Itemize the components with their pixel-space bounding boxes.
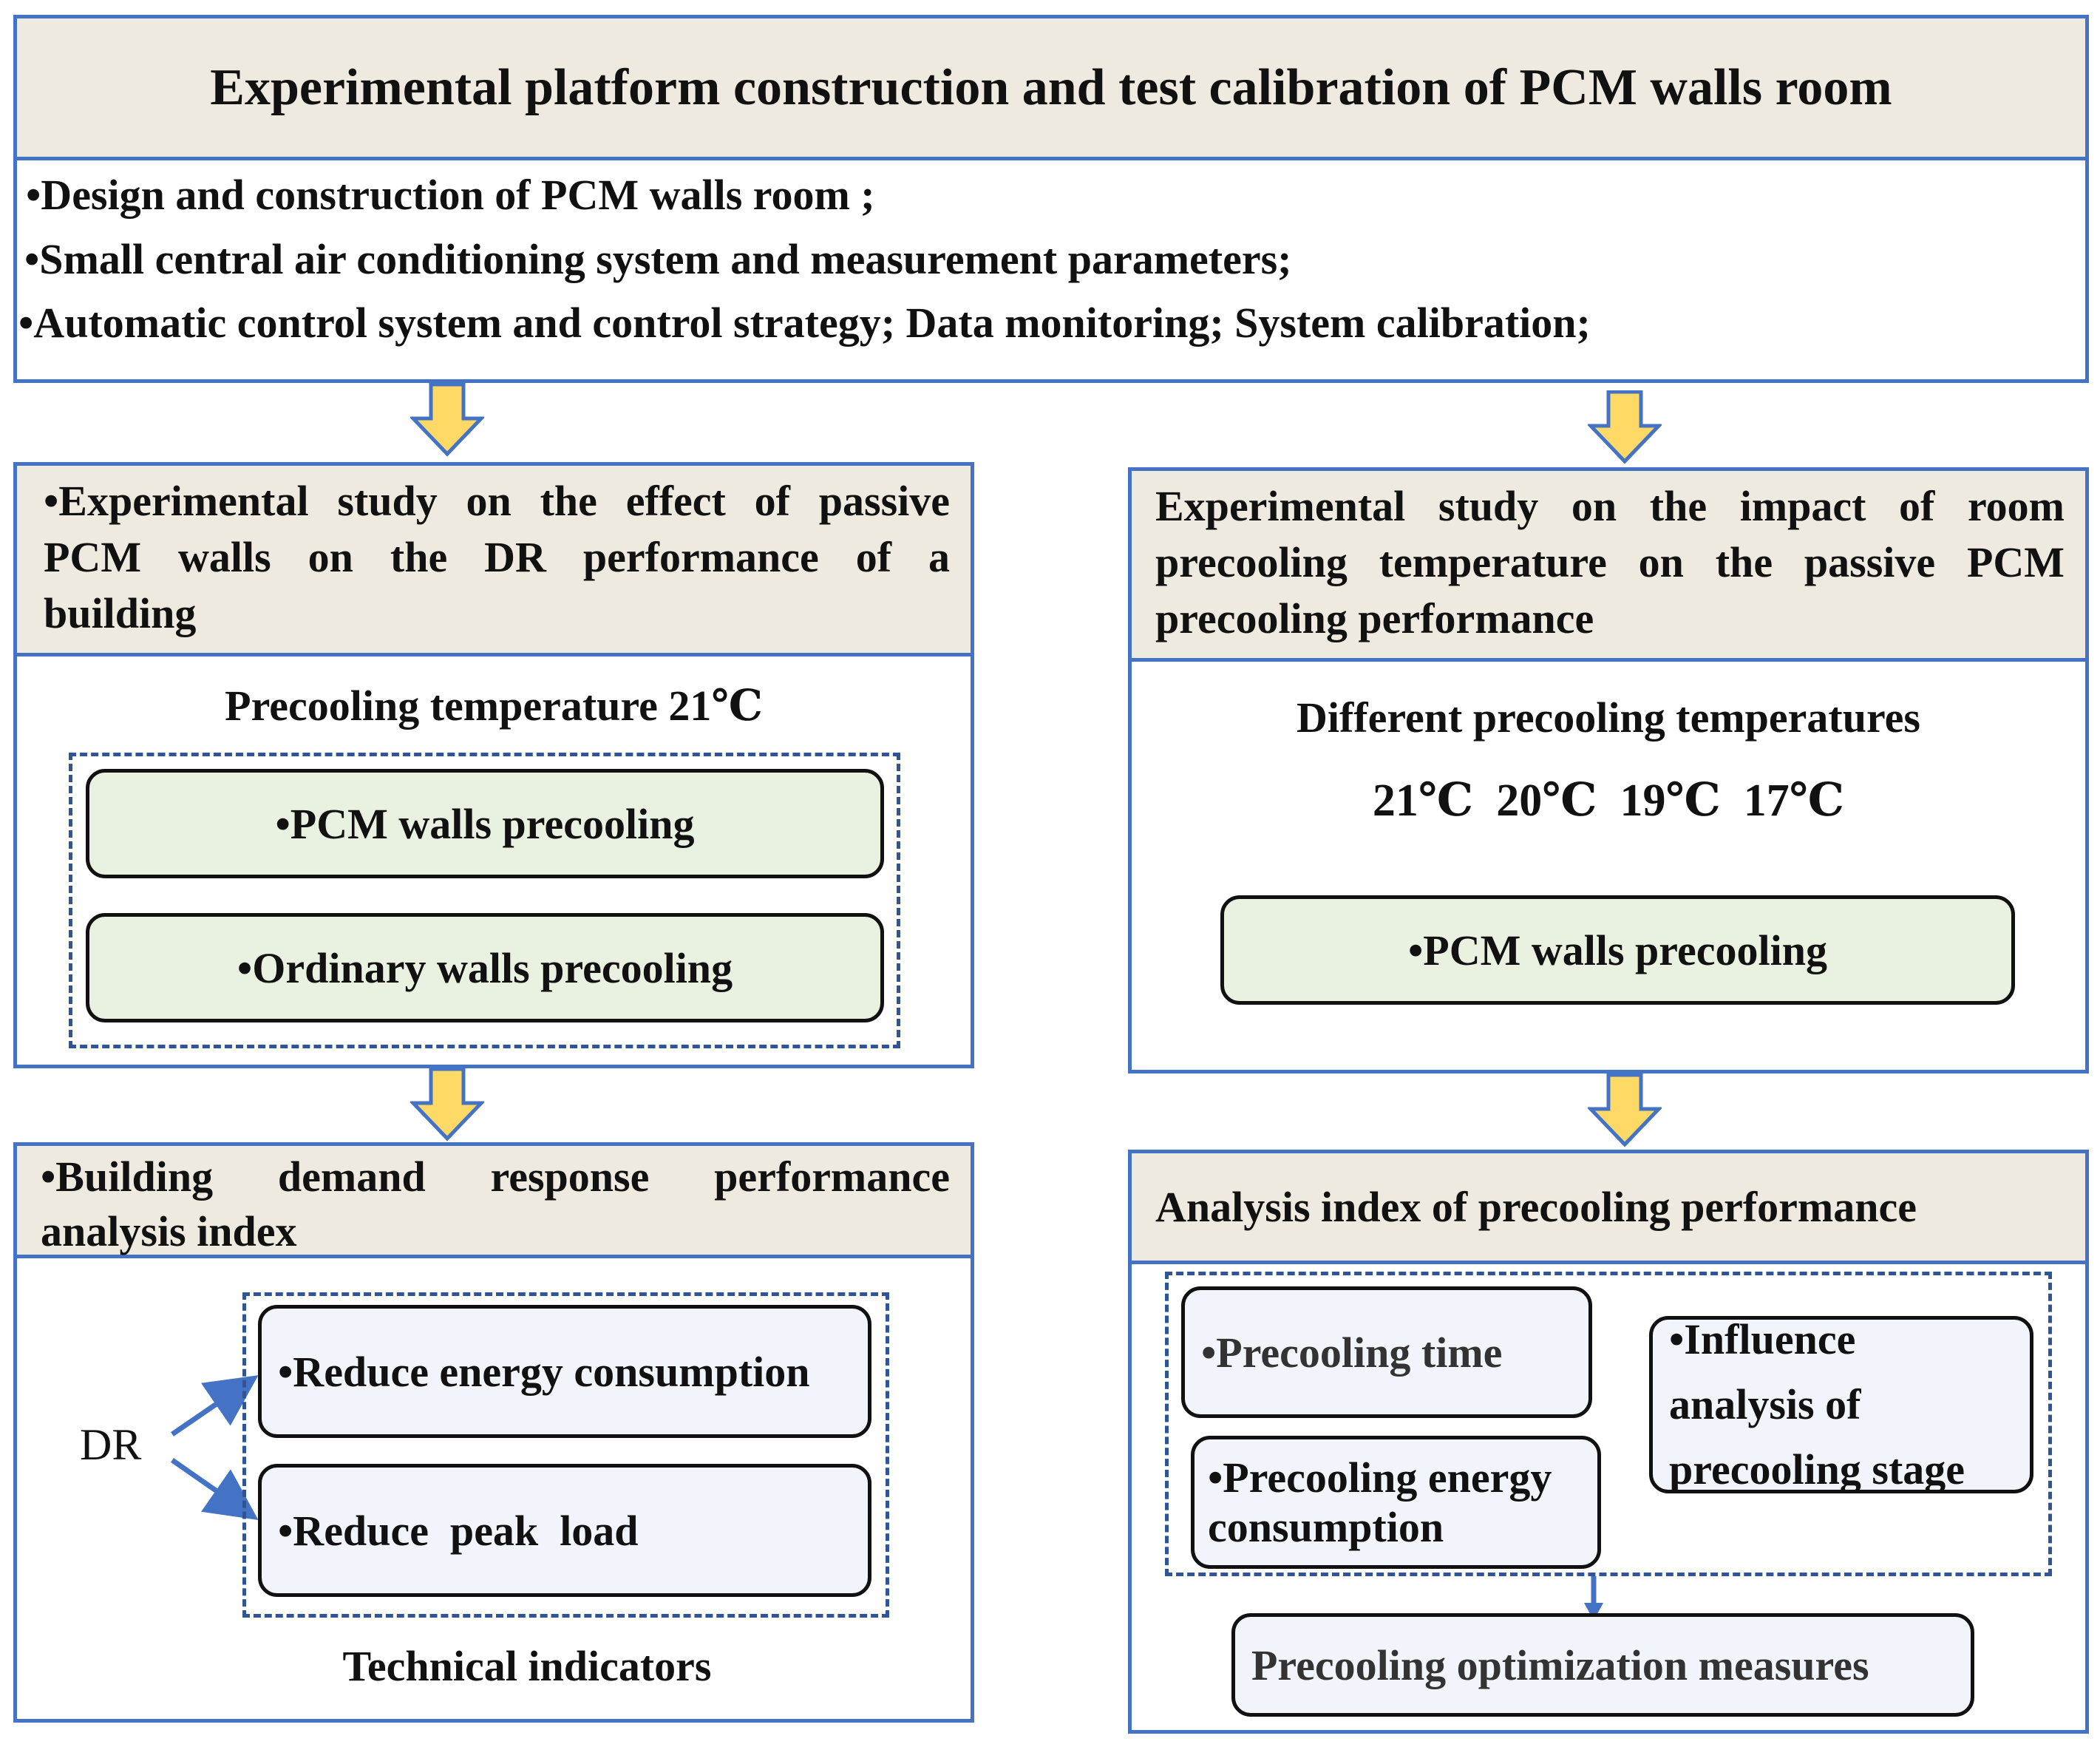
left-study-subtitle: Precooling temperature 21℃ xyxy=(225,682,763,730)
precooling-optimization-label: Precooling optimization measures xyxy=(1251,1641,1869,1689)
reduce-peak-load-option: •Reduce peak load xyxy=(258,1464,871,1597)
influence-line-1: •Influence xyxy=(1669,1315,1856,1363)
left-study-header: •Experimental study on the effect of pas… xyxy=(17,466,971,657)
precooling-energy-line-2: consumption xyxy=(1208,1503,1444,1551)
left-analysis-box: •Building demand response performance an… xyxy=(13,1142,974,1723)
right-study-header-line-2: precooling temperature on the passive PC… xyxy=(1155,538,2065,586)
precooling-metrics-group xyxy=(1165,1272,2052,1576)
platform-title: Experimental platform construction and t… xyxy=(210,58,1892,116)
right-analysis-title: Analysis index of precooling performance xyxy=(1155,1183,1917,1231)
down-arrow-icon xyxy=(410,383,484,457)
right-analysis-box: Analysis index of precooling performance… xyxy=(1128,1150,2089,1734)
right-study-header: Experimental study on the impact of room… xyxy=(1132,471,2085,662)
reduce-energy-consumption-label: •Reduce energy consumption xyxy=(278,1347,810,1396)
reduce-peak-load-label: •Reduce peak load xyxy=(278,1506,639,1555)
platform-item-2: •Small central air conditioning system a… xyxy=(24,235,1292,283)
right-study-box: Experimental study on the impact of room… xyxy=(1128,467,2089,1073)
right-pcm-walls-precooling-label: •PCM walls precooling xyxy=(1408,926,1827,974)
ordinary-walls-precooling-option: •Ordinary walls precooling xyxy=(86,913,884,1022)
precooling-energy-line-1: •Precooling energy xyxy=(1208,1453,1552,1502)
platform-item-1: •Design and construction of PCM walls ro… xyxy=(26,171,875,219)
platform-item-3: •Automatic control system and control st… xyxy=(18,299,1591,347)
right-analysis-header: Analysis index of precooling performance xyxy=(1132,1153,2085,1264)
ordinary-walls-precooling-label: •Ordinary walls precooling xyxy=(237,943,733,992)
precooling-time-option: •Precooling time xyxy=(1181,1286,1592,1418)
indicators-group xyxy=(242,1292,889,1618)
right-study-header-line-1: Experimental study on the impact of room xyxy=(1155,482,2065,530)
dr-branch-arrows xyxy=(171,1375,259,1520)
left-analysis-header: •Building demand response performance an… xyxy=(17,1146,971,1258)
technical-indicators-caption: Technical indicators xyxy=(342,1642,712,1690)
down-arrow-icon xyxy=(410,1068,484,1142)
dr-label: DR xyxy=(80,1420,142,1469)
right-pcm-walls-precooling-option: •PCM walls precooling xyxy=(1220,895,2015,1005)
down-arrow-icon xyxy=(1588,1073,1662,1147)
platform-box: Experimental platform construction and t… xyxy=(13,15,2089,383)
left-study-box: •Experimental study on the effect of pas… xyxy=(13,462,974,1068)
reduce-energy-consumption-option: •Reduce energy consumption xyxy=(258,1305,871,1438)
left-study-options-group xyxy=(69,753,900,1048)
left-study-header-line-3: building xyxy=(44,589,197,637)
precooling-optimization-option: Precooling optimization measures xyxy=(1231,1613,1974,1717)
pcm-walls-precooling-option: •PCM walls precooling xyxy=(86,769,884,878)
left-study-header-line-1: •Experimental study on the effect of pas… xyxy=(44,477,950,525)
right-study-subtitle: Different precooling temperatures xyxy=(1296,693,1920,742)
precooling-temperatures: 21℃ 20℃ 19℃ 17℃ xyxy=(1372,776,1845,826)
influence-line-3: precooling stage xyxy=(1669,1445,1965,1493)
down-arrow-icon xyxy=(1588,390,1662,464)
pcm-walls-precooling-label: •PCM walls precooling xyxy=(275,799,695,848)
platform-header: Experimental platform construction and t… xyxy=(17,18,2085,160)
influence-line-2: analysis of xyxy=(1669,1380,1861,1428)
precooling-time-label: •Precooling time xyxy=(1201,1328,1503,1377)
left-analysis-header-line-2: analysis index xyxy=(41,1207,297,1255)
precooling-energy-option: •Precooling energy consumption xyxy=(1191,1436,1601,1569)
left-analysis-header-line-1: •Building demand response performance xyxy=(41,1153,950,1201)
right-study-header-line-3: precooling performance xyxy=(1155,594,1594,642)
left-study-header-line-2: PCM walls on the DR performance of a xyxy=(44,533,950,581)
influence-analysis-option: •Influence analysis of precooling stage xyxy=(1649,1315,2033,1493)
down-arrow-icon xyxy=(1584,1576,1603,1621)
